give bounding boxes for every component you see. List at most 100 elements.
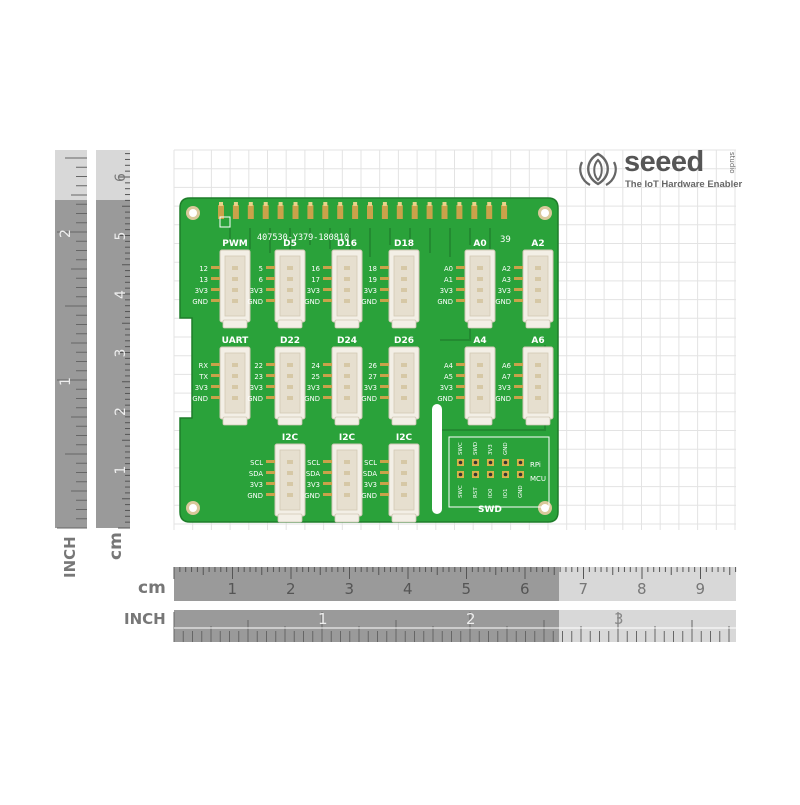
connector-lead <box>266 482 275 485</box>
pin-label: GND <box>495 395 511 403</box>
header-pin <box>456 205 463 219</box>
connector-lead <box>380 385 389 388</box>
header-pin <box>232 205 239 219</box>
header-pin <box>367 205 373 219</box>
header-pin <box>248 202 253 206</box>
connector-latch <box>334 319 360 329</box>
connector-lead <box>323 266 332 269</box>
port-title: A2 <box>531 239 544 249</box>
pin-label: SDA <box>249 470 263 478</box>
header-pin <box>307 205 314 219</box>
pin-label: GND <box>361 298 377 306</box>
ruler-tick-label: 1 <box>113 466 129 475</box>
pin-label: A6 <box>502 362 511 370</box>
header-pin <box>487 202 492 206</box>
pin-label: 26 <box>368 362 377 370</box>
ruler-tick-label: 3 <box>614 610 624 628</box>
connector-latch <box>525 319 551 329</box>
connector-contact <box>477 277 483 281</box>
connector-lead <box>380 493 389 496</box>
swd-pin-label: SWC <box>458 485 464 498</box>
connector-contact <box>344 299 350 303</box>
connector-lead <box>380 482 389 485</box>
ruler-unit-label: cm <box>106 532 126 560</box>
seeed-leaf-icon <box>579 152 617 186</box>
part-number: 407530-Y379-180810 <box>257 233 349 243</box>
connector-lead <box>266 396 275 399</box>
connector-contact <box>401 493 407 497</box>
connector-lead <box>514 374 523 377</box>
connector-contact <box>344 385 350 389</box>
connector-contact <box>287 299 293 303</box>
connector-latch <box>222 319 248 329</box>
connector-lead <box>266 460 275 463</box>
port-title: I2C <box>282 433 299 443</box>
swd-pad <box>488 472 493 477</box>
connector-contact <box>535 288 541 292</box>
connector-cavity <box>336 255 358 317</box>
pin-label: A1 <box>444 276 453 284</box>
swd-pad <box>473 460 478 465</box>
swd-pin-label: GND <box>503 442 509 455</box>
header-pin <box>337 205 344 219</box>
pin-label: 25 <box>311 373 320 381</box>
connector-contact <box>232 277 238 281</box>
swd-pin-label: IO1 <box>503 489 509 498</box>
ruler-tick-label: 5 <box>462 580 472 598</box>
header-pin <box>218 205 224 219</box>
header-pin <box>293 202 298 206</box>
connector-latch <box>222 416 248 426</box>
swd-mcu-label: MCU <box>530 475 546 483</box>
pin-label: 12 <box>199 265 208 273</box>
pin-label: GND <box>437 395 453 403</box>
connector-contact <box>287 288 293 292</box>
ruler-tick-label: 6 <box>520 580 530 598</box>
header-pin <box>263 202 268 206</box>
pin-label: 3V3 <box>364 287 377 295</box>
connector-lead <box>514 288 523 291</box>
swd-pin-label: 3V3 <box>488 444 494 455</box>
ruler-tick-label: 8 <box>637 580 647 598</box>
connector-contact <box>477 299 483 303</box>
board-slot <box>432 404 442 514</box>
pin-label: GND <box>247 298 263 306</box>
port-title: A6 <box>531 336 544 346</box>
ruler-tick-label: 1 <box>58 377 74 386</box>
header-pin <box>471 205 478 219</box>
connector-cavity <box>527 352 549 414</box>
connector-lead <box>211 266 220 269</box>
connector-contact <box>401 288 407 292</box>
pin-label: TX <box>198 373 208 381</box>
connector-lead <box>514 396 523 399</box>
connector-contact <box>232 396 238 400</box>
swd-pad <box>458 460 463 465</box>
connector-latch <box>391 416 417 426</box>
pin-label: 3V3 <box>364 481 377 489</box>
brand-name: seeed <box>624 146 704 178</box>
connector-latch <box>334 416 360 426</box>
connector-contact <box>287 460 293 464</box>
ruler-tick-label: 3 <box>345 580 355 598</box>
header-pin <box>412 202 417 206</box>
connector-latch <box>467 319 493 329</box>
connector-cavity <box>469 255 491 317</box>
connector-contact <box>287 396 293 400</box>
pin-label: A5 <box>444 373 453 381</box>
connector-contact <box>287 482 293 486</box>
swd-pin-label: GND <box>518 485 524 498</box>
connector-cavity <box>224 255 246 317</box>
connector-contact <box>344 266 350 270</box>
header-pin <box>381 205 388 219</box>
port-title: UART <box>222 336 250 346</box>
connector-cavity <box>279 352 301 414</box>
port-title: D22 <box>280 336 300 346</box>
connector-cavity <box>393 352 415 414</box>
ruler-body-dark <box>96 200 130 528</box>
header-pin <box>426 205 433 219</box>
header-pin <box>472 202 477 206</box>
